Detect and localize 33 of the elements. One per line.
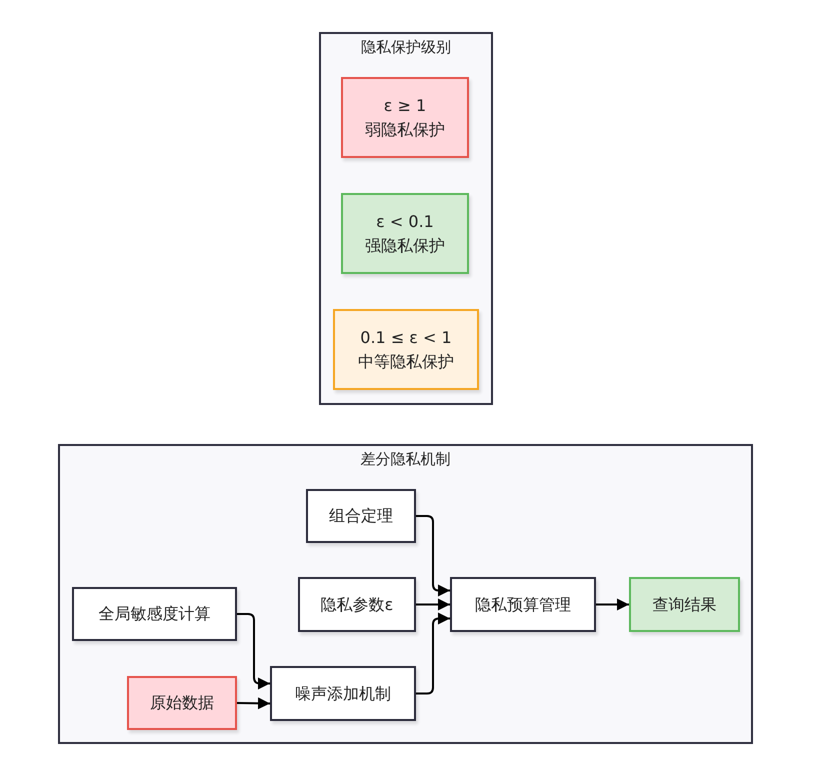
process-box bbox=[72, 587, 237, 641]
box-label: ε ≥ 1 bbox=[384, 96, 426, 116]
connector-arrow bbox=[236, 697, 270, 710]
group-title: 隐私保护级别 bbox=[360, 38, 452, 57]
connector-arrow bbox=[237, 613, 270, 690]
process-box bbox=[127, 676, 237, 730]
box-label: 隐私预算管理 bbox=[475, 594, 571, 614]
box-label: 全局敏感度计算 bbox=[98, 604, 210, 624]
box-label: 0.1 ≤ ε < 1 bbox=[360, 328, 452, 348]
process-box bbox=[341, 193, 469, 274]
process-box bbox=[270, 666, 416, 721]
connector-arrow bbox=[596, 598, 629, 610]
process-box bbox=[306, 489, 416, 543]
box-label: 弱隐私保护 bbox=[365, 120, 445, 139]
group-title: 差分隐私机制 bbox=[360, 450, 452, 469]
process-box bbox=[298, 577, 416, 632]
box-label: 隐私参数ε bbox=[320, 594, 394, 614]
box-label: ε < 0.1 bbox=[376, 212, 434, 232]
group-container bbox=[319, 32, 493, 405]
box-label: 组合定理 bbox=[329, 506, 393, 526]
box-label: 噪声添加机制 bbox=[295, 684, 391, 704]
process-box bbox=[341, 77, 469, 158]
box-label: 中等隐私保护 bbox=[358, 352, 454, 371]
process-box bbox=[333, 309, 479, 390]
process-box bbox=[629, 577, 740, 632]
connector-arrow bbox=[416, 515, 450, 596]
box-label: 强隐私保护 bbox=[365, 236, 445, 255]
box-label: 查询结果 bbox=[652, 594, 716, 614]
connector-arrow bbox=[416, 612, 450, 694]
connector-arrow bbox=[416, 598, 450, 610]
box-label: 原始数据 bbox=[150, 693, 214, 713]
process-box bbox=[450, 577, 596, 632]
group-container bbox=[58, 444, 753, 744]
